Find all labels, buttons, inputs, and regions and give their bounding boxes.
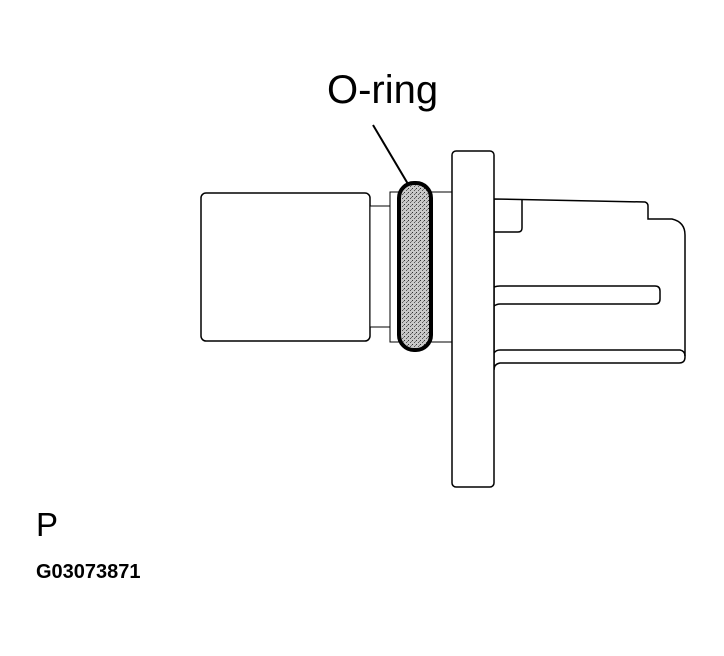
connector-notch (494, 199, 523, 233)
figure-code: G03073871 (36, 561, 141, 583)
sensor-tip (200, 192, 371, 342)
o-ring (397, 181, 433, 352)
sensor-neck (369, 205, 392, 328)
view-letter: P (36, 506, 59, 543)
connector-slot (493, 285, 661, 308)
connector-body (493, 198, 686, 371)
connector-lower-edge (493, 349, 686, 357)
o-ring-label: O-ring (327, 68, 439, 112)
mounting-flange (451, 150, 495, 488)
o-ring-leader-line (372, 124, 409, 185)
